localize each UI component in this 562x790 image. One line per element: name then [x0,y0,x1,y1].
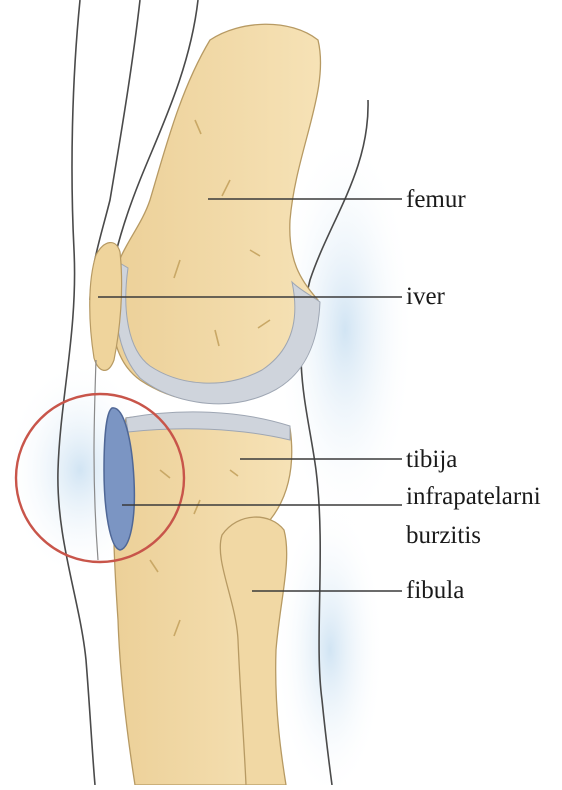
label-tibija: tibija [406,446,457,474]
femur-bone [112,24,321,404]
label-fibula: fibula [406,577,464,605]
label-bursitis-line1: infrapatelarni [406,483,541,511]
label-femur: femur [406,186,466,214]
patella-bone [90,243,122,371]
label-bursitis-line2: burzitis [406,522,481,550]
label-iver: iver [406,283,445,311]
